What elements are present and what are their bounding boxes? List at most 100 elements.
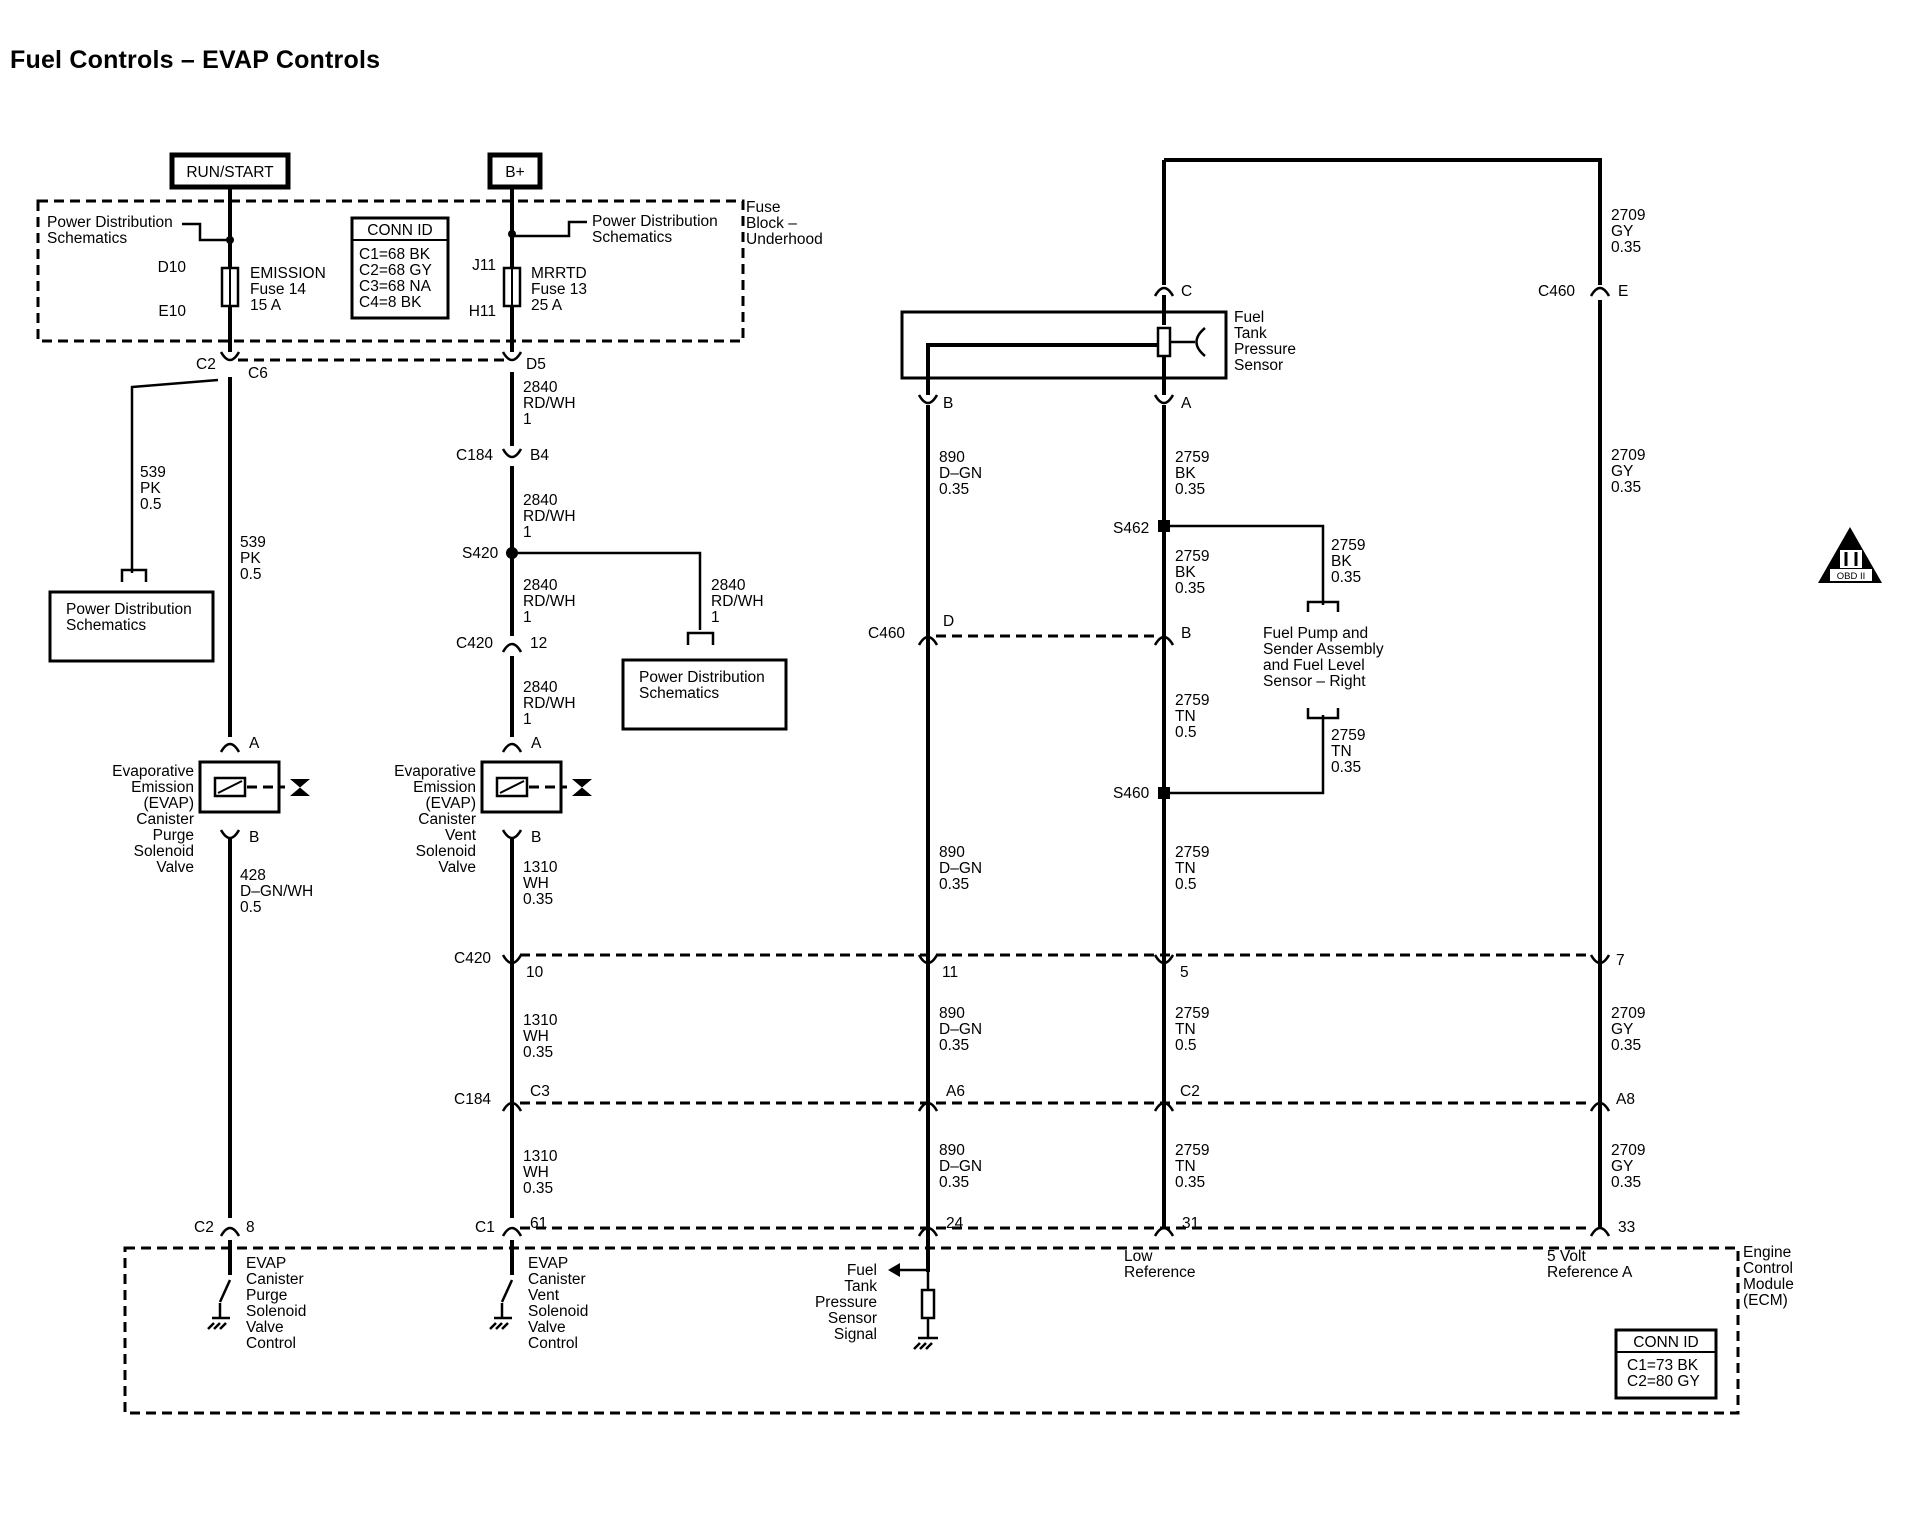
wire-428: 428 D–GN/WH 0.5	[240, 867, 313, 916]
ftp-label-4: Sensor	[1234, 357, 1283, 374]
wl: 2709	[1611, 207, 1645, 224]
wire-2759-b: 2759 BK 0.35	[1175, 548, 1209, 597]
fuse13-label-2: Fuse 13	[531, 281, 587, 298]
wl: 2840	[523, 492, 558, 509]
lbl-pin11: 11	[942, 964, 958, 981]
arrow-icon	[888, 1263, 900, 1277]
lbl-a6: A6	[946, 1083, 965, 1100]
pds-box-1-line-2: Schematics	[66, 617, 146, 634]
wire-2759-h: 2759 TN 0.35	[1175, 1142, 1209, 1191]
purge-label-line: (EVAP)	[143, 795, 194, 812]
wire-2759-d: 2759 TN 0.5	[1175, 692, 1209, 741]
lbl-c420-row: C420	[454, 950, 491, 967]
wire-run-start	[120, 187, 232, 1218]
wire-1310-b: 1310 WH 0.35	[523, 1012, 558, 1061]
ecm-conn-id-line-1: C1=73 BK	[1627, 1357, 1699, 1374]
five-volt-line-2: Reference A	[1547, 1264, 1633, 1281]
vent-valve-label: Evaporative Emission (EVAP) Canister Ven…	[394, 763, 477, 876]
wl: 0.35	[1331, 759, 1361, 776]
lbl-c2-pin: C2	[1180, 1083, 1200, 1100]
wl: 0.35	[1175, 580, 1205, 597]
lbl-s420: S420	[462, 545, 499, 562]
low-ref-line-2: Reference	[1124, 1264, 1196, 1281]
fuse-14: D10 E10 EMISSION Fuse 14 15 A	[158, 259, 326, 320]
lbl-purge-b: B	[249, 829, 259, 846]
wl: 1	[523, 411, 532, 428]
wl: 2709	[1611, 1142, 1645, 1159]
wl: 2759	[1331, 727, 1365, 744]
ftp-signal-line: Sensor	[828, 1310, 877, 1327]
wire-labels: 539 PK 0.5 539 PK 0.5 428 D–GN/WH 0.5 28…	[140, 207, 1645, 1197]
wire-890-a: 890 D–GN 0.35	[939, 449, 982, 498]
splice-s460	[1158, 787, 1170, 799]
ftp-signal-line: Pressure	[815, 1294, 877, 1311]
conn-id-line-4: C4=8 BK	[359, 294, 422, 311]
ecm-label-2: Control	[1743, 1260, 1793, 1277]
fuse14-top-pin: D10	[158, 259, 187, 276]
wl: 2759	[1175, 692, 1209, 709]
lbl-c184: C184	[456, 447, 493, 464]
conn-id-line-1: C1=68 BK	[359, 246, 431, 263]
fuel-pump-label-4: Sensor – Right	[1263, 673, 1366, 690]
wl: 1310	[523, 859, 558, 876]
run-start-label: RUN/START	[186, 164, 274, 181]
wl: TN	[1331, 743, 1352, 760]
purge-label-line: Canister	[136, 811, 194, 828]
engine-control-module: Engine Control Module (ECM) EVAP Caniste…	[123, 1240, 1794, 1415]
wl: 0.35	[523, 1044, 553, 1061]
lbl-c3: C3	[530, 1083, 550, 1100]
ftp-signal-input: Fuel Tank Pressure Sensor Signal	[815, 1262, 938, 1350]
wl: 1310	[523, 1012, 558, 1029]
pds-box-1: Power Distribution Schematics	[48, 590, 215, 663]
wire-2709-b: 2709 GY 0.35	[1611, 447, 1645, 496]
ftp-signal-line: Fuel	[847, 1262, 877, 1279]
purge-ctrl-line: Solenoid	[246, 1303, 306, 1320]
wl: 0.5	[1175, 724, 1197, 741]
fuse13-label-1: MRRTD	[531, 265, 587, 282]
ftp-label-1: Fuel	[1234, 309, 1264, 326]
vent-ctrl-line: Valve	[528, 1319, 566, 1336]
obd-ii-badge: OBD II	[1818, 527, 1882, 583]
wl: 890	[939, 1005, 965, 1022]
pds-right-1: Power Distribution	[592, 213, 718, 230]
conn-id-title: CONN ID	[367, 222, 432, 239]
pds-box-2-line-1: Power Distribution	[639, 669, 765, 686]
lbl-a8: A8	[1616, 1091, 1635, 1108]
ftp-label-2: Tank	[1234, 325, 1267, 342]
lbl-pin7: 7	[1616, 952, 1625, 969]
wl: 0.5	[140, 496, 162, 513]
fuel-pump-sender-assembly: Fuel Pump and Sender Assembly and Fuel L…	[1263, 625, 1384, 690]
lbl-c2: C2	[196, 356, 216, 373]
fuse-block-label-3: Underhood	[746, 231, 823, 248]
wl: 0.35	[1611, 1037, 1641, 1054]
wl: RD/WH	[523, 593, 576, 610]
lbl-c460-c: C	[1181, 283, 1192, 300]
ftp-signal-line: Signal	[834, 1326, 877, 1343]
purge-label-line: Solenoid	[134, 843, 194, 860]
wl: 2759	[1175, 449, 1209, 466]
lbl-c460-e: E	[1618, 283, 1628, 300]
vent-label-line: Solenoid	[416, 843, 476, 860]
purge-control-switch: EVAP Canister Purge Solenoid Valve Contr…	[207, 1240, 306, 1352]
low-ref-line-1: Low	[1124, 1248, 1153, 1265]
lbl-d5: D5	[526, 356, 546, 373]
purge-label-line: Purge	[153, 827, 194, 844]
fuse14-label-3: 15 A	[250, 297, 282, 314]
wl: 2759	[1331, 537, 1365, 554]
pds-left-1: Power Distribution	[47, 214, 173, 231]
vent-control-switch: EVAP Canister Vent Solenoid Valve Contro…	[489, 1240, 588, 1352]
purge-ctrl-line: Valve	[246, 1319, 284, 1336]
wl: 1	[711, 609, 720, 626]
ecm-conn-id-line-2: C2=80 GY	[1627, 1373, 1700, 1390]
wl: PK	[140, 480, 161, 497]
purge-label-line: Valve	[156, 859, 194, 876]
lbl-pin24: 24	[946, 1215, 964, 1232]
lbl-pin10: 10	[526, 964, 544, 981]
fuse-13: J11 H11 MRRTD Fuse 13 25 A	[469, 257, 587, 320]
vent-ctrl-line: Control	[528, 1335, 578, 1352]
wl: RD/WH	[711, 593, 764, 610]
lbl-pin12: 12	[530, 635, 547, 652]
fuse13-bottom-pin: H11	[469, 303, 496, 320]
connector-cups	[219, 286, 1611, 1237]
wl: BK	[1331, 553, 1352, 570]
